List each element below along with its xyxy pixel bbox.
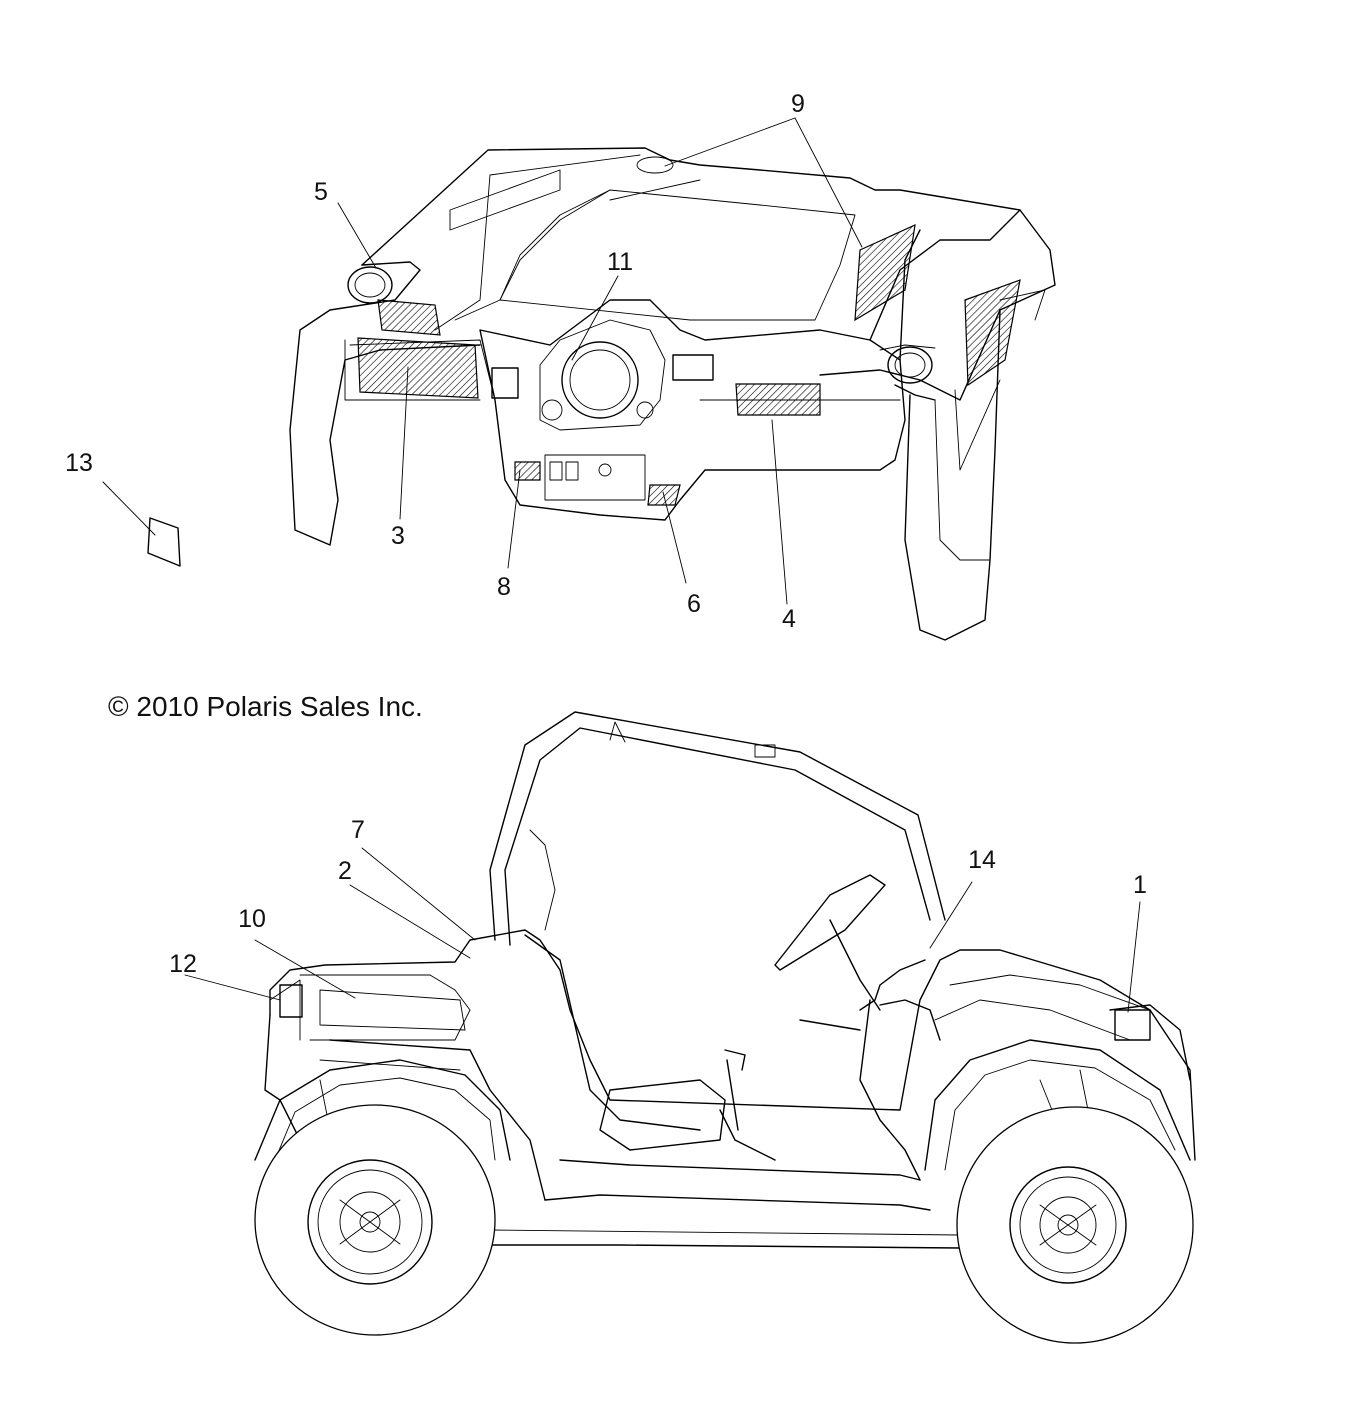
callout-1: 1 — [1133, 871, 1147, 899]
callout-11: 11 — [607, 248, 633, 276]
callout-6: 6 — [687, 590, 701, 618]
callout-9: 9 — [791, 90, 805, 118]
decal-3-left-dash — [357, 337, 479, 399]
leader-lines — [102, 117, 1141, 1013]
vehicle-side-view — [254, 711, 1196, 1344]
callout-12: 12 — [169, 950, 197, 978]
callout-13: 13 — [65, 449, 93, 477]
decal-4-right-dash — [735, 383, 821, 416]
hood-dash-assembly — [289, 147, 1056, 641]
front-wheel — [956, 1106, 1194, 1344]
callout-2: 2 — [338, 857, 352, 885]
callout-5: 5 — [314, 178, 328, 206]
callout-14: 14 — [968, 846, 996, 874]
callout-8: 8 — [497, 573, 511, 601]
decal-13 — [147, 517, 181, 567]
callout-4: 4 — [782, 605, 796, 633]
callout-7: 7 — [351, 816, 365, 844]
callout-numbers: 5 9 11 3 8 6 4 13 7 2 10 12 14 1 — [65, 90, 1147, 978]
callout-3: 3 — [391, 522, 405, 550]
callout-10: 10 — [238, 905, 266, 933]
rear-wheel — [254, 1104, 496, 1336]
copyright-notice: © 2010 Polaris Sales Inc. — [108, 691, 423, 722]
